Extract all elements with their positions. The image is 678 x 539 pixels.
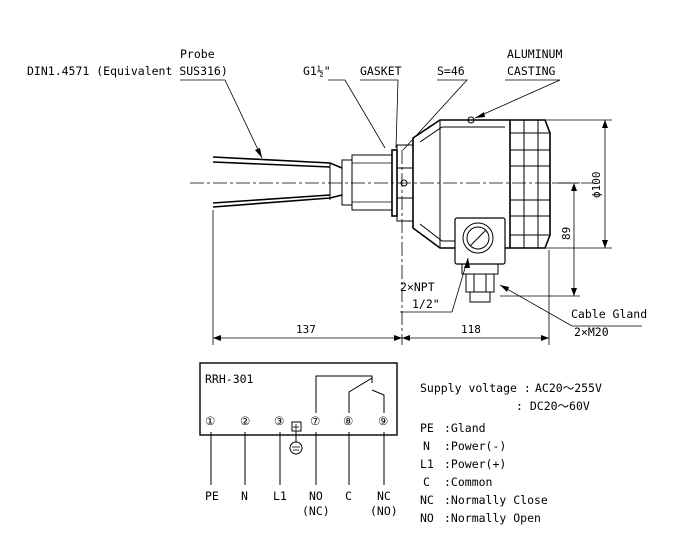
earth-icon	[289, 441, 303, 455]
legend-desc: :Power(+)	[444, 457, 506, 471]
housing-type-label: CASTING	[507, 64, 556, 78]
ground-terminal	[291, 421, 302, 432]
supply-ac-value: AC20～255V	[535, 381, 602, 395]
terminal-legend: PE :Gland N :Power(-) L1 :Power(+) C :Co…	[420, 421, 548, 525]
leader-lines	[180, 79, 642, 327]
supply-dc-value: : DC20～60V	[516, 399, 590, 413]
terminal-pe-label: PE	[205, 489, 219, 503]
legend-key: N	[423, 439, 430, 453]
terminal-nc-label: NC	[377, 489, 391, 503]
npt-port	[454, 217, 506, 265]
legend-key: PE	[420, 421, 434, 435]
gasket-label: GASKET	[360, 64, 402, 78]
dimension-diameter-text: ϕ100	[590, 172, 603, 199]
supply-voltage-label: Supply voltage :	[420, 381, 531, 395]
terminal-9-number: ⑨	[378, 414, 388, 428]
legend-key: NC	[420, 493, 434, 507]
terminal-8-number: ⑧	[343, 414, 353, 428]
cable-gland-label: Cable Gland	[571, 307, 647, 321]
probe-label: Probe	[180, 47, 215, 61]
terminal-1-number: ①	[205, 414, 215, 428]
legend-desc: :Power(-)	[444, 439, 506, 453]
housing-material-label: ALUMINUM	[507, 47, 562, 61]
terminal-2-number: ②	[240, 414, 250, 428]
dimension-diameter: ϕ100	[520, 119, 612, 249]
dimension-body-length: 118	[461, 323, 481, 336]
terminal-no-alt-label: (NC)	[302, 504, 330, 518]
probe-fork	[212, 156, 343, 208]
terminal-l1-label: L1	[273, 489, 287, 503]
terminal-c-label: C	[345, 489, 352, 503]
npt-label: 2×NPT	[400, 280, 435, 294]
terminal-n-label: N	[241, 489, 248, 503]
wiring-diagram: RRH-301 ① ② ③ ⑦ ⑧ ⑨ PE N L1 NO (NC) C	[199, 362, 398, 518]
legend-desc: :Common	[444, 475, 492, 489]
cable-gland	[461, 263, 499, 303]
npt-size-label: 1/2"	[412, 297, 440, 311]
legend-key: NO	[420, 511, 434, 525]
legend-desc: :Normally Open	[444, 511, 541, 525]
probe-material-label: DIN1.4571 (Equivalent SUS316)	[27, 64, 228, 78]
legend-key: C	[423, 475, 430, 489]
dimension-height-text: 89	[560, 227, 573, 240]
terminal-box	[199, 362, 398, 436]
dimension-probe-length: 137	[296, 323, 316, 336]
legend-desc: :Gland	[444, 421, 486, 435]
dimension-height: 89	[500, 182, 580, 297]
legend-key: L1	[420, 457, 434, 471]
terminal-7-number: ⑦	[310, 414, 320, 428]
hex-size-label: S=46	[437, 64, 465, 78]
legend-desc: :Normally Close	[444, 493, 548, 507]
gasket	[391, 149, 398, 217]
terminal-no-label: NO	[309, 489, 323, 503]
terminal-nc-alt-label: (NO)	[370, 504, 398, 518]
dimension-lengths: 137 118	[212, 210, 550, 345]
thread-section	[341, 154, 393, 211]
model-label: RRH-301	[205, 372, 254, 386]
thread-label: G1½"	[303, 64, 331, 78]
terminal-3-number: ③	[274, 414, 284, 428]
cable-gland-size-label: 2×M20	[574, 325, 609, 339]
